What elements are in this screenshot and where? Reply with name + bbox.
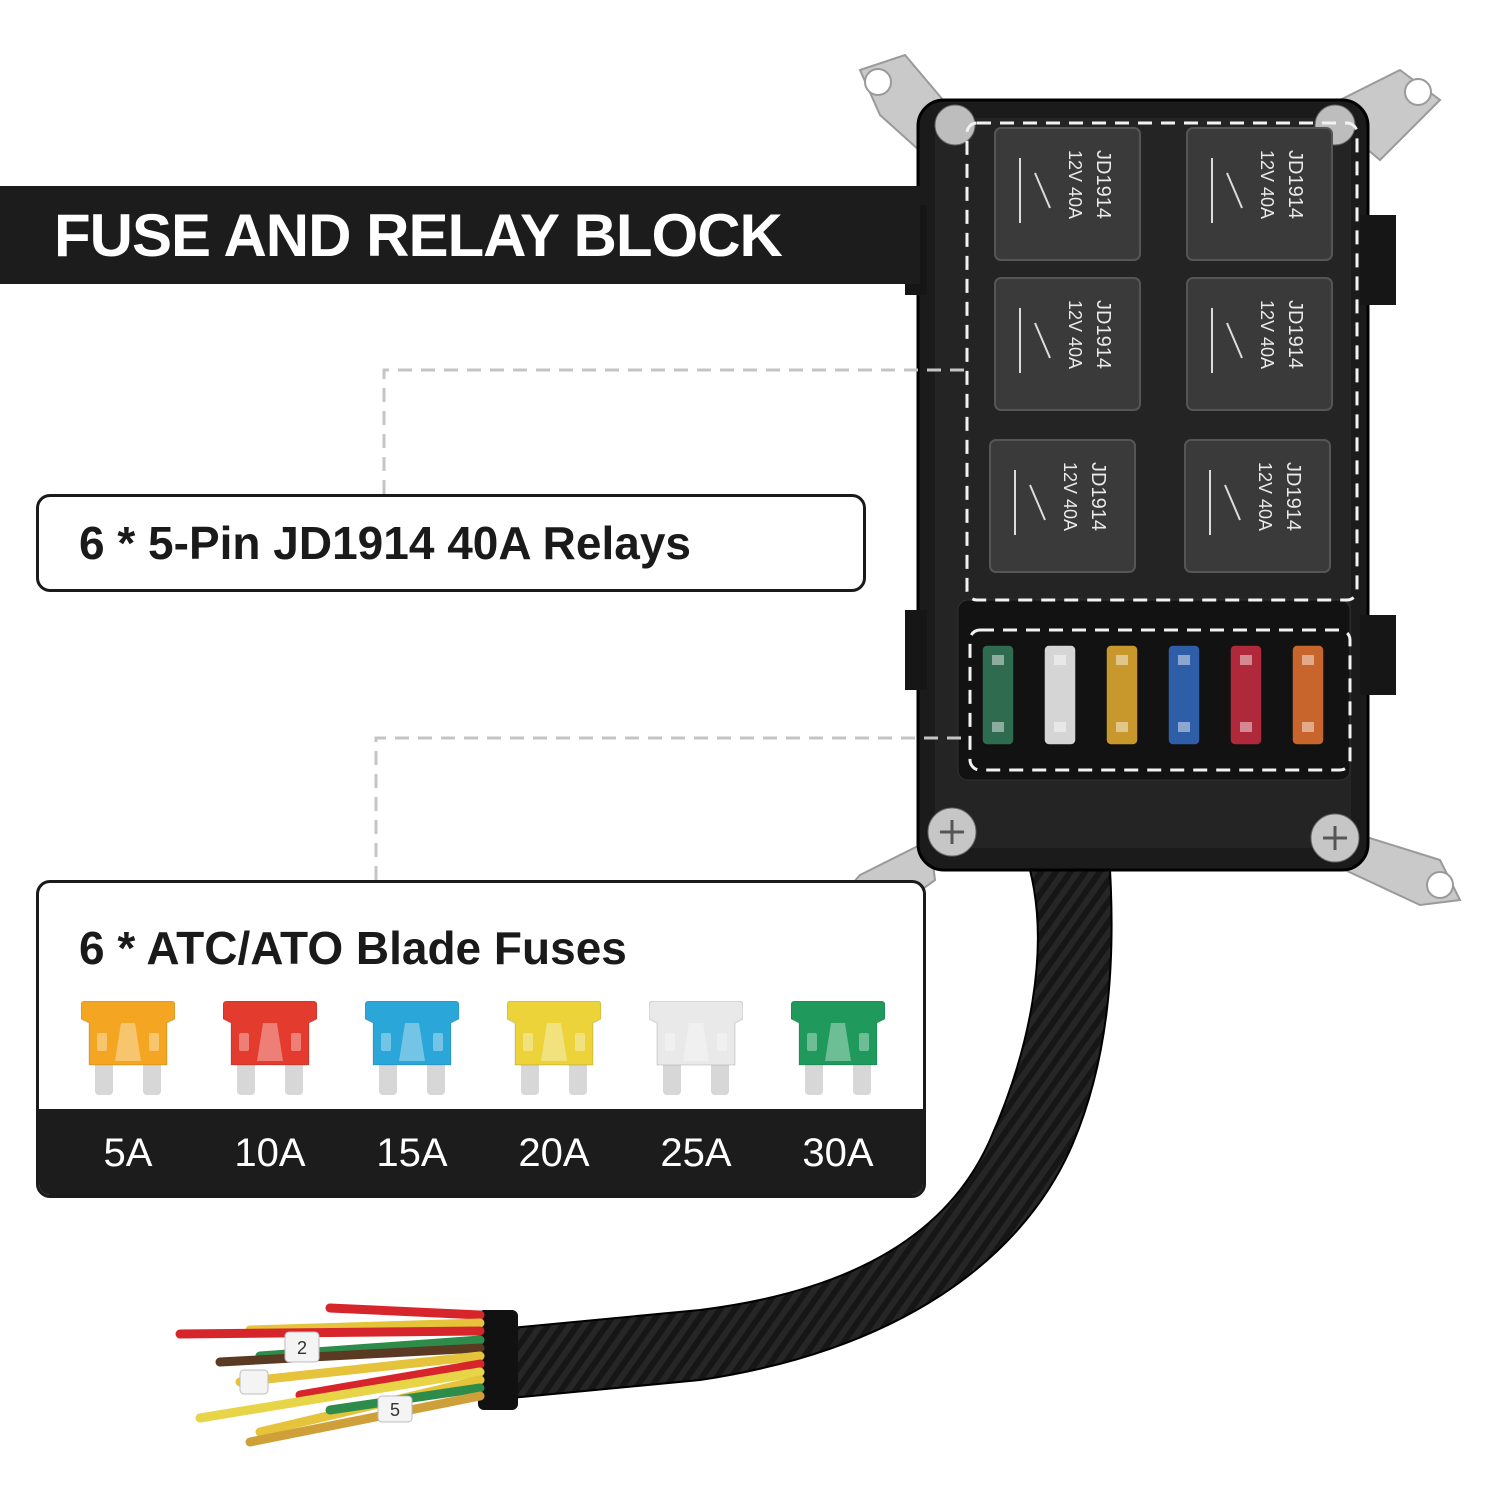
relay-model-label: JD1914	[1092, 150, 1114, 219]
blade-fuse-icon	[648, 1000, 744, 1095]
relay-model-label: JD1914	[1092, 300, 1114, 369]
blade-fuse-icon	[364, 1000, 460, 1095]
callout-leader-lines	[374, 368, 970, 880]
relay-6: JD1914 12V 40A	[1184, 439, 1331, 573]
relay-model-label: JD1914	[1282, 462, 1304, 531]
blade-fuse-icon	[80, 1000, 176, 1095]
fuse-callout-heading: 6 * ATC/ATO Blade Fuses	[79, 922, 627, 974]
relay-rating-label: 12V 40A	[1065, 300, 1085, 369]
screws	[927, 104, 1360, 863]
fuse-rating-label: 5A	[103, 1131, 153, 1175]
blade-fuse-25a	[648, 1000, 744, 1099]
installed-fuse-2	[1043, 644, 1077, 746]
installed-fuse-5	[1229, 644, 1263, 746]
blade-fuse-30a	[790, 1000, 886, 1099]
relay-schematic	[1019, 308, 1051, 373]
relay-schematic	[1211, 308, 1243, 373]
page-title: FUSE AND RELAY BLOCK	[54, 201, 783, 269]
blade-fuse-icon	[222, 1000, 318, 1095]
relay-schematic	[1019, 158, 1051, 223]
fuse-swatch-row	[39, 1000, 923, 1111]
relay-4: JD1914 12V 40A	[1186, 277, 1333, 411]
relay-schematic	[1014, 470, 1046, 535]
wire-tags	[239, 1331, 413, 1423]
relay-highlight-box	[965, 121, 1359, 602]
installed-fuse-6	[1291, 644, 1325, 746]
blade-fuse-icon	[790, 1000, 886, 1095]
relay-rating-label: 12V 40A	[1257, 150, 1277, 219]
wire-tag-2: 2	[297, 1338, 307, 1358]
installed-fuse-4	[1167, 644, 1201, 746]
wire-tag-5: 5	[390, 1400, 400, 1420]
blade-fuse-icon	[506, 1000, 602, 1095]
fuse-rating-label: 10A	[234, 1131, 306, 1175]
relay-model-label: JD1914	[1087, 462, 1109, 531]
blade-fuse-10a	[222, 1000, 318, 1099]
installed-fuses	[981, 644, 1325, 746]
title-banner: FUSE AND RELAY BLOCK	[0, 186, 920, 284]
installed-fuse-3	[1105, 644, 1139, 746]
fuse-rating-label: 20A	[518, 1131, 590, 1175]
blade-fuse-5a	[80, 1000, 176, 1099]
blade-fuse-15a	[364, 1000, 460, 1099]
fuse-rating-bar: 5A 10A 15A 20A 25A 30A	[39, 1109, 923, 1195]
fuse-rating-label: 25A	[660, 1131, 732, 1175]
relay-schematic	[1209, 470, 1241, 535]
relay-callout-text: 6 * 5-Pin JD1914 40A Relays	[79, 517, 691, 569]
installed-fuse-1	[981, 644, 1015, 746]
relay-rating-label: 12V 40A	[1255, 462, 1275, 531]
relay-3: JD1914 12V 40A	[994, 277, 1141, 411]
loose-wires	[175, 1303, 485, 1447]
relay-2: JD1914 12V 40A	[1186, 127, 1333, 261]
fuse-highlight-box	[968, 628, 1352, 772]
relay-1: JD1914 12V 40A	[994, 127, 1141, 261]
relay-callout-box: 6 * 5-Pin JD1914 40A Relays	[36, 494, 866, 592]
relay-rating-label: 12V 40A	[1065, 150, 1085, 219]
relay-5: JD1914 12V 40A	[989, 439, 1136, 573]
relay-schematic	[1211, 158, 1243, 223]
relay-model-label: JD1914	[1284, 300, 1306, 369]
relay-model-label: JD1914	[1284, 150, 1306, 219]
blade-fuse-20a	[506, 1000, 602, 1099]
wire-harness	[478, 869, 1113, 1410]
relay-rating-label: 12V 40A	[1060, 462, 1080, 531]
fuse-rating-label: 15A	[376, 1131, 448, 1175]
fuse-rating-label: 30A	[802, 1131, 874, 1175]
fuse-callout-panel: 6 * ATC/ATO Blade Fuses 5A 10A 15A 20A 25A 30…	[36, 880, 926, 1198]
relay-rating-label: 12V 40A	[1257, 300, 1277, 369]
